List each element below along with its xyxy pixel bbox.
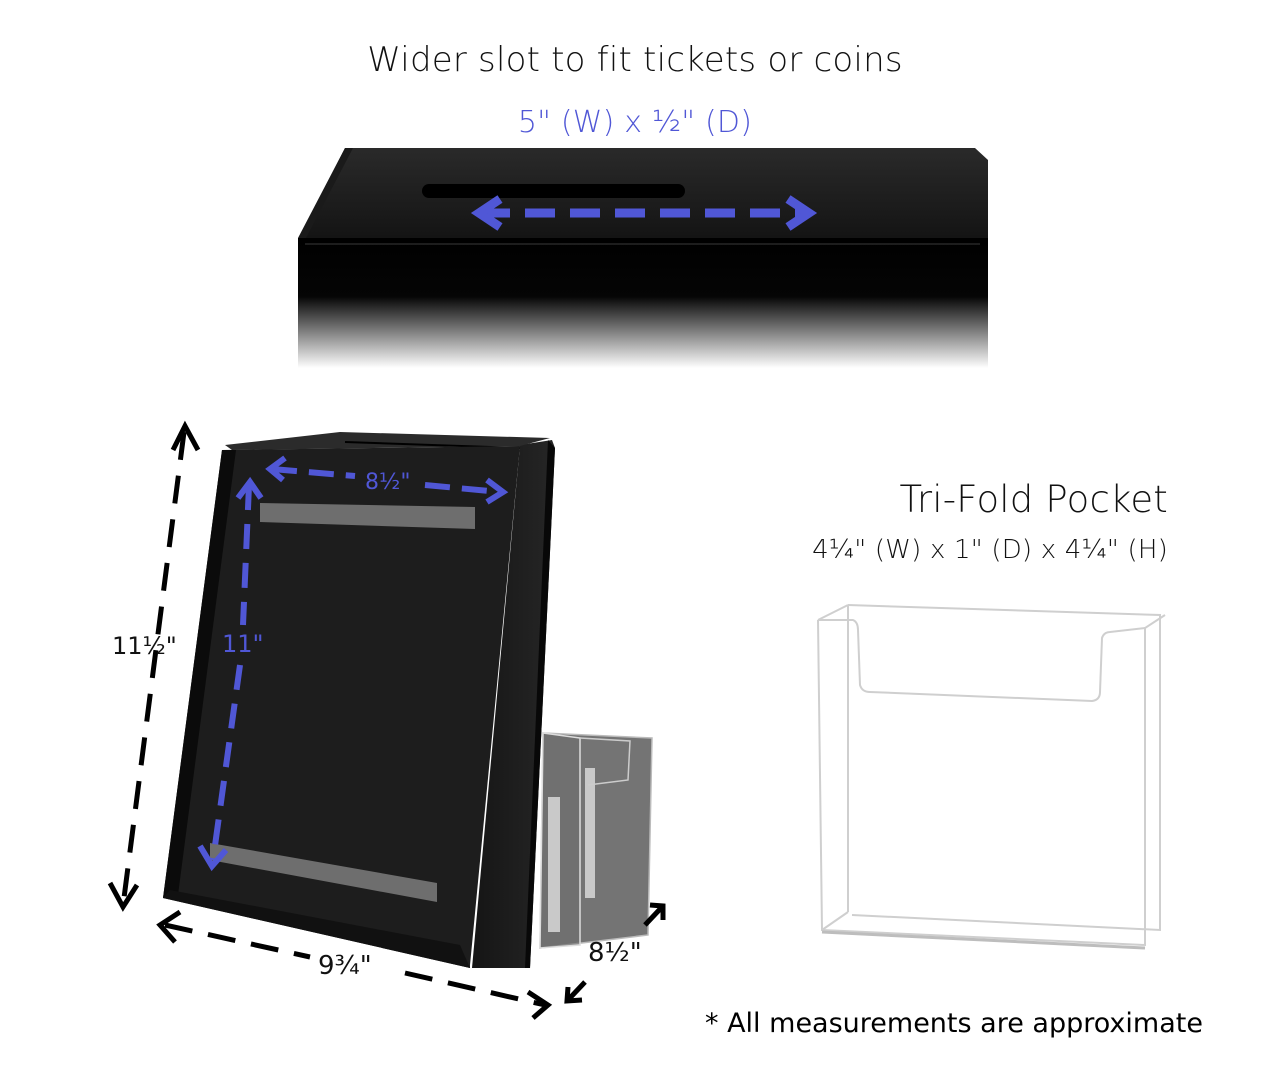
base-width-arrow	[156, 909, 553, 1020]
measurements-disclaimer: * All measurements are approximate	[705, 1008, 1203, 1039]
inner-height-label: 11"	[222, 630, 264, 658]
slot-dimensions: 5" (W) x ½" (D)	[517, 105, 753, 140]
top-box-closeup	[298, 148, 988, 368]
depth-label: 8½"	[588, 938, 642, 968]
outer-height-arrow	[107, 420, 201, 912]
pocket-dimensions: 4¼" (W) x 1" (D) x 4¼" (H)	[812, 535, 1168, 565]
attached-pocket	[539, 732, 653, 949]
tri-fold-pocket-outline	[817, 604, 1166, 950]
sign-holder-top	[260, 503, 475, 529]
inner-width-label: 8½"	[365, 470, 411, 495]
outer-height-label: 11½"	[112, 632, 177, 660]
coin-slot	[422, 184, 685, 198]
sign-holder-bottom	[210, 843, 437, 902]
slot-width-arrow	[470, 195, 818, 231]
inner-height-arrow	[197, 476, 264, 872]
slot-feature-title: Wider slot to fit tickets or coins	[367, 40, 903, 80]
pocket-title: Tri-Fold Pocket	[899, 478, 1168, 521]
inner-width-arrow	[265, 455, 509, 505]
base-width-label: 9¾"	[318, 951, 372, 981]
ballot-box	[163, 432, 653, 968]
depth-arrow	[564, 902, 666, 1004]
